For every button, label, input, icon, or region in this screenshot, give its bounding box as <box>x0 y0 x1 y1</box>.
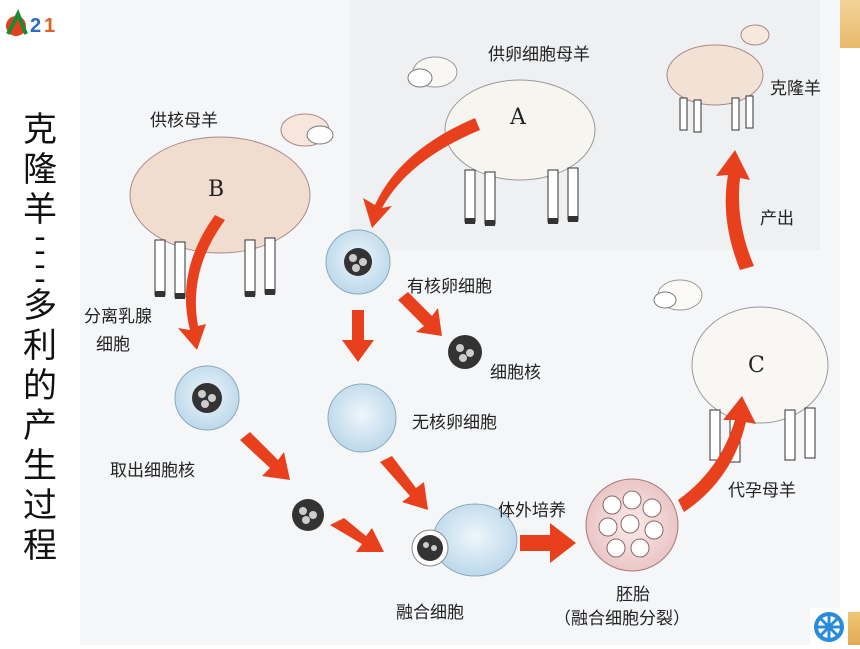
enucleated-egg-cell <box>327 383 397 453</box>
vertical-title-char: - <box>34 231 46 271</box>
arrow-egg-down <box>342 310 374 362</box>
cloning-diagram: A B C 供卵细胞母羊 供核母羊 克隆羊 有核卵细胞 细胞核 无核卵细胞 分离… <box>80 0 840 645</box>
vertical-title: 克隆羊----多利的产生过程 <box>18 110 62 566</box>
letter-b: B <box>208 177 224 202</box>
embryo-cell <box>585 478 679 572</box>
label-fused-cell: 融合细胞 <box>396 603 464 623</box>
letter-c: C <box>748 353 765 378</box>
svg-text:2: 2 <box>30 15 41 37</box>
vertical-title-char: 克 <box>23 110 57 150</box>
arrow-nucleus-to-fused <box>330 518 384 552</box>
label-in-vitro-culture: 体外培养 <box>498 501 566 521</box>
vertical-title-char: 隆 <box>23 150 57 190</box>
extracted-nucleus <box>292 499 324 531</box>
logo-icon: 2 1 <box>6 9 55 37</box>
vertical-title-char: 过 <box>23 486 57 526</box>
label-enucleated-egg: 无核卵细胞 <box>412 413 497 433</box>
vertical-title-char: - <box>34 217 46 257</box>
mammary-cell <box>174 365 240 431</box>
fused-cell <box>411 503 518 577</box>
sheep-b <box>129 113 334 299</box>
vertical-title-char: 利 <box>23 326 57 366</box>
process-arrows <box>178 118 756 563</box>
arrow-egg-to-nucleus <box>398 292 442 336</box>
diagram-canvas: A B C 供卵细胞母羊 供核母羊 克隆羊 有核卵细胞 细胞核 无核卵细胞 分离… <box>84 0 829 629</box>
vertical-title-char: 的 <box>23 366 57 406</box>
svg-text:1: 1 <box>44 15 55 37</box>
nucleated-egg-cell <box>325 229 391 295</box>
left-title-panel: 2 1 克隆羊----多利的产生过程 <box>0 0 80 645</box>
vertical-title-char: 程 <box>23 526 57 566</box>
label-surrogate: 代孕母羊 <box>728 481 796 501</box>
label-extract-nucleus: 取出细胞核 <box>110 461 195 481</box>
vertical-title-char: 生 <box>23 446 57 486</box>
label-clone-sheep: 克隆羊 <box>770 79 821 99</box>
label-nucleated-egg: 有核卵细胞 <box>407 277 492 297</box>
arrow-embryo-to-c <box>678 396 756 512</box>
label-birth: 产出 <box>760 209 794 229</box>
arrow-b-to-cell <box>178 215 225 350</box>
label-donor-egg-sheep: 供卵细胞母羊 <box>488 45 590 65</box>
removed-nucleus <box>448 335 482 369</box>
vertical-title-char: 多 <box>23 286 57 326</box>
label-cell-nucleus: 细胞核 <box>490 363 541 383</box>
label-embryo: 胚胎 <box>616 585 650 605</box>
arrow-enucleated-to-fused <box>380 456 428 510</box>
arrow-fused-to-embryo <box>520 523 576 563</box>
label-separate-mammary-1: 分离乳腺 <box>84 307 152 327</box>
arrow-a-to-egg <box>363 118 480 228</box>
letter-a: A <box>509 105 527 130</box>
label-separate-mammary-2: 细胞 <box>96 335 130 355</box>
vertical-title-char: - <box>34 259 46 299</box>
arrow-c-to-clone <box>716 150 754 270</box>
vertical-title-char: 羊 <box>23 190 57 230</box>
vertical-title-char: - <box>34 245 46 285</box>
arrow-cell-to-extract <box>240 432 290 480</box>
label-embryo-sub: （融合细胞分裂） <box>554 609 690 629</box>
clone-sheep <box>666 24 770 133</box>
label-donor-nucleus-sheep: 供核母羊 <box>150 111 218 131</box>
sheep-a <box>407 56 596 226</box>
wheel-icon[interactable] <box>810 608 848 646</box>
vertical-title-char: 产 <box>23 406 57 446</box>
